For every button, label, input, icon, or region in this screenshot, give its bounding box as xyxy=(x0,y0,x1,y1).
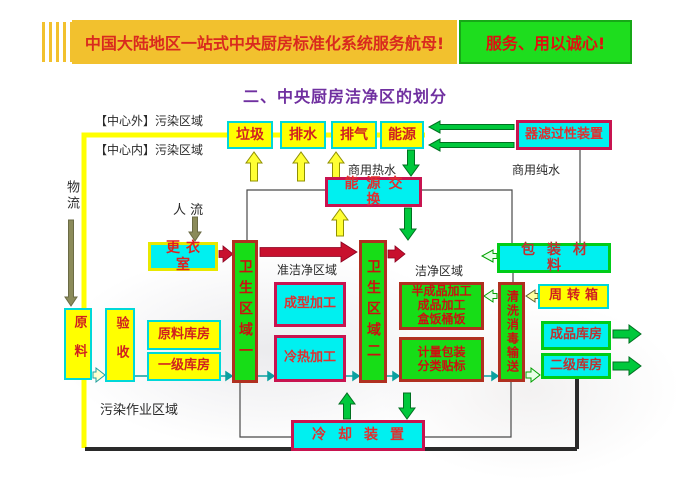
yellow-up-arrows xyxy=(245,151,349,237)
label-clean-area: 洁净区域 xyxy=(415,264,464,278)
box-measuring-pack: 计量包装 分类贴标 xyxy=(399,337,484,382)
box-packaging-material: 包装材料 xyxy=(497,242,611,274)
box-cooling-device: 冷却装置 xyxy=(291,420,425,451)
washing-to-semi-arrow xyxy=(483,289,498,303)
teal-process-line xyxy=(135,370,500,382)
box-energy-exchange: 能源交换 xyxy=(325,176,422,208)
box-hygiene-zone-1: 卫生区域一 xyxy=(232,240,258,383)
box-measuring-pack-line1: 计量包装 xyxy=(417,344,466,359)
page-title: 二、中央厨房洁净区的划分 xyxy=(242,87,447,106)
box-hot-cold-process: 冷热加工 xyxy=(274,335,346,382)
box-drainage: 排水 xyxy=(280,121,326,149)
label-hot-water: 商用热水 xyxy=(348,163,397,177)
box-semi-finished: 半成品加工 成品加工 盒饭桶饭 xyxy=(399,282,484,330)
box-finished-storage: 成品库房 xyxy=(541,321,611,350)
box-acceptance: 验收 xyxy=(105,308,135,382)
box-filter-device: 器滤过性装置 xyxy=(516,120,612,150)
label-pure-water: 商用纯水 xyxy=(512,163,561,177)
box-raw-material: 原料 xyxy=(64,308,92,380)
main-banner: 中国大陆地区一站式中央厨房标准化系统服务航母! xyxy=(72,20,457,64)
box-semi-finished-line1: 半成品加工 xyxy=(411,284,472,299)
main-banner-text: 中国大陆地区一站式中央厨房标准化系统服务航母! xyxy=(84,34,445,53)
label-pollution-work-area: 污染作业区域 xyxy=(100,403,179,418)
label-outer-pollution: 【中心外】污染区域 xyxy=(95,114,204,128)
box-raw-storage: 原料库房 xyxy=(147,320,221,350)
box-turnover-box: 周转箱 xyxy=(538,284,609,309)
box-hygiene-zone-2: 卫生区域二 xyxy=(359,240,387,383)
slogan-banner: 服务、用以诚心! xyxy=(459,20,632,64)
banner-stripes-decoration xyxy=(42,22,72,62)
box-changing-room: 更衣室 xyxy=(148,240,218,273)
flow-direction-arrows xyxy=(64,216,202,307)
box-energy: 能源 xyxy=(380,121,424,149)
red-process-arrows xyxy=(218,241,406,263)
washing-to-secondary-arrow xyxy=(525,366,541,384)
box-semi-finished-line3: 盒饭桶饭 xyxy=(417,311,466,326)
box-measuring-pack-line2: 分类贴标 xyxy=(417,358,466,373)
label-inner-pollution: 【中心内】污染区域 xyxy=(95,143,204,157)
box-secondary-storage: 二级库房 xyxy=(541,353,611,379)
packaging-left-arrow xyxy=(480,249,498,263)
slogan-banner-text: 服务、用以诚心! xyxy=(485,34,606,53)
box-exhaust: 排气 xyxy=(331,121,377,149)
raw-to-acceptance-arrow xyxy=(92,366,106,384)
label-logistics: 物流 xyxy=(64,180,79,212)
turnover-to-washing-arrow xyxy=(525,289,539,303)
box-primary-storage: 一级库房 xyxy=(147,352,221,381)
green-flow-arrows xyxy=(338,120,642,420)
label-people-flow: 人 流 xyxy=(173,203,204,218)
box-forming-process: 成型加工 xyxy=(274,282,346,327)
label-quasi-clean-area: 准洁净区域 xyxy=(277,263,338,277)
box-garbage: 垃圾 xyxy=(227,121,273,149)
box-semi-finished-line2: 成品加工 xyxy=(417,298,466,313)
box-washing-transport: 清洗消毒输送 xyxy=(498,282,525,382)
